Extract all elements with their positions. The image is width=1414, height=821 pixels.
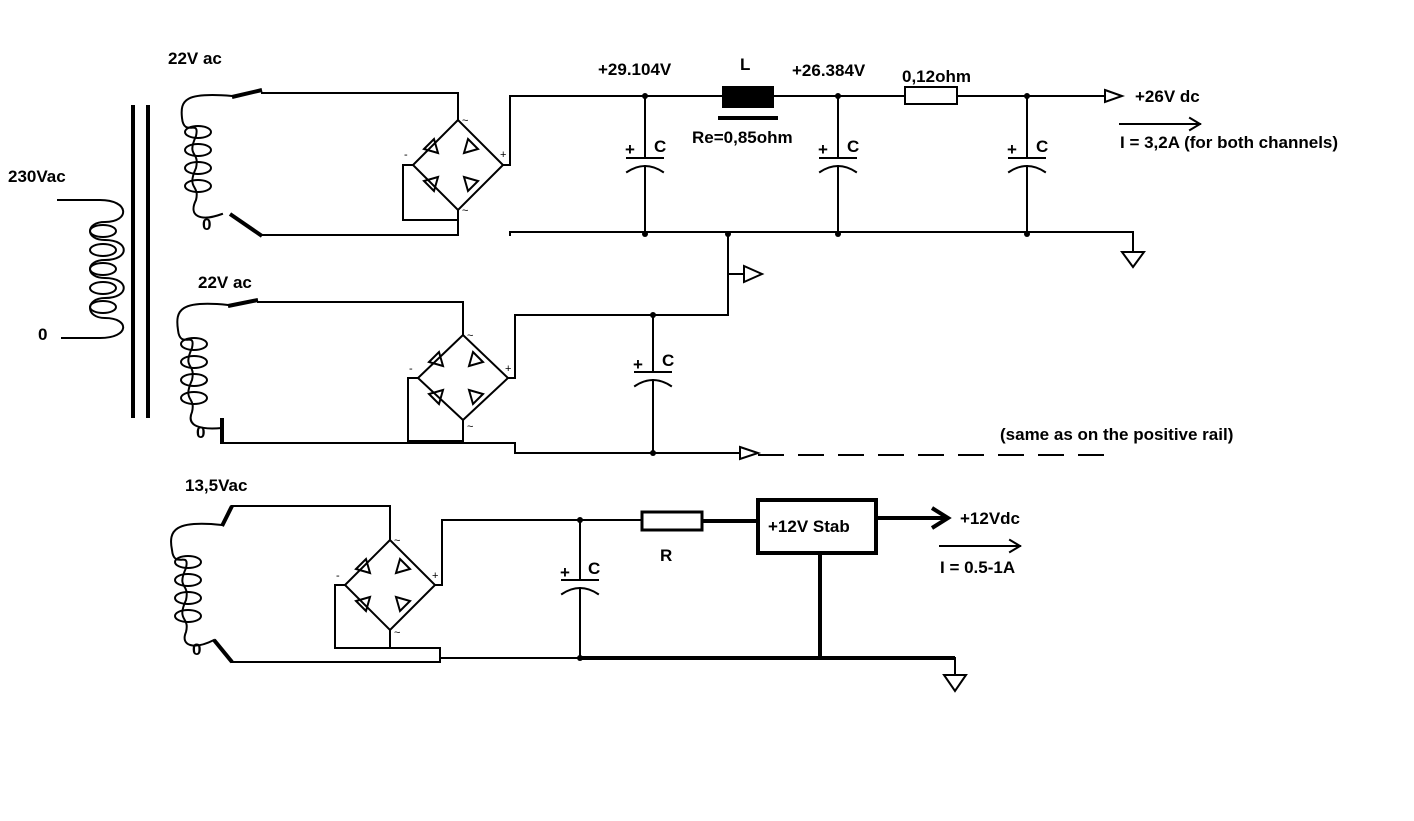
stabilizer-box [756, 498, 878, 555]
svg-text:~: ~ [394, 535, 400, 547]
svg-text:-: - [336, 570, 340, 582]
svg-text:~: ~ [462, 115, 468, 127]
svg-text:C: C [1036, 137, 1048, 156]
sec1-voltage-label: 22V ac [168, 49, 222, 68]
neg-rail-arrow [739, 445, 762, 461]
sec3-voltage-label: 13,5Vac [185, 476, 247, 495]
primary-voltage-label: 230Vac [8, 167, 66, 186]
sec1-zero-label: 0 [202, 215, 211, 234]
svg-text:~: ~ [462, 205, 468, 217]
svg-text:+: + [1007, 140, 1017, 159]
svg-text:~: ~ [467, 330, 473, 342]
output-12v-label: +12Vdc [960, 509, 1020, 528]
svg-text:+: + [625, 140, 635, 159]
output-arrow-pos [1104, 88, 1126, 104]
sec2-zero-label: 0 [196, 423, 205, 442]
svg-text:C: C [654, 137, 666, 156]
bridge-rectifier-1: ~ ~ - + [404, 115, 506, 217]
inductor-label: L [740, 55, 750, 74]
svg-text:C: C [662, 351, 674, 370]
transformer-core [131, 105, 150, 418]
resistor-value-label: 0,12ohm [902, 67, 971, 86]
svg-text:+: + [818, 140, 828, 159]
ground-symbol-3 [942, 657, 968, 693]
bridge-rectifier-2: ~ ~ - + [409, 330, 511, 433]
capacitor-c1: + C [625, 95, 666, 235]
capacitor-c5: + C [560, 519, 600, 659]
svg-text:-: - [404, 149, 408, 161]
inductor-L [722, 86, 774, 108]
svg-text:~: ~ [394, 627, 400, 639]
svg-text:-: - [409, 363, 413, 375]
output-12v-current-label: I = 0.5-1A [940, 558, 1015, 577]
resistor-012ohm [904, 86, 958, 105]
capacitor-c2: + C [818, 95, 859, 235]
sec3-zero-label: 0 [192, 640, 201, 659]
svg-text:~: ~ [467, 421, 473, 433]
svg-text:+: + [432, 570, 438, 582]
transformer-primary [57, 199, 125, 339]
output-pos-current-label: I = 3,2A (for both channels) [1120, 133, 1338, 152]
sec2-voltage-label: 22V ac [198, 273, 252, 292]
capacitor-c4: + C [633, 314, 674, 454]
secondary-winding-3 [170, 522, 224, 647]
svg-text:+: + [500, 149, 506, 161]
svg-text:C: C [847, 137, 859, 156]
stabilizer-label: +12V Stab [768, 517, 850, 536]
ground-arrow-mid [743, 264, 765, 284]
svg-text:+: + [633, 355, 643, 374]
output-pos-label: +26V dc [1135, 87, 1200, 106]
capacitor-c3: + C [1007, 95, 1048, 235]
svg-text:+: + [505, 363, 511, 375]
primary-zero-label: 0 [38, 325, 47, 344]
neg-rail-note: (same as on the positive rail) [1000, 425, 1233, 444]
svg-text:C: C [588, 559, 600, 578]
svg-text:+: + [560, 563, 570, 582]
inductor-re-label: Re=0,85ohm [692, 128, 793, 147]
ground-symbol-1 [1120, 231, 1146, 269]
secondary-winding-2 [176, 302, 230, 430]
secondary-winding-1 [180, 94, 234, 219]
v1-label: +29.104V [598, 60, 672, 79]
bridge-rectifier-3: ~ ~ - + [336, 535, 438, 639]
resistor-r-label: R [660, 546, 672, 565]
resistor-r [640, 510, 704, 532]
v2-label: +26.384V [792, 61, 866, 80]
